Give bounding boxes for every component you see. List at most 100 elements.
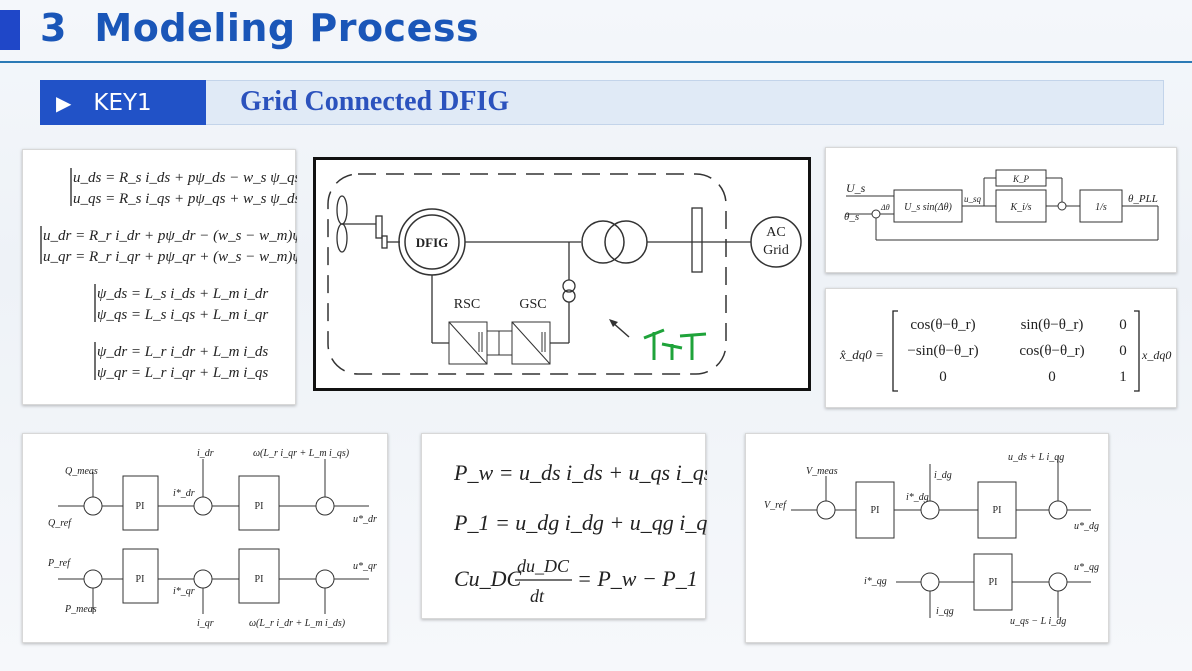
- dfig-schematic: DFIG AC Grid RSC GSC: [327, 173, 802, 375]
- pi-block: PI: [136, 574, 145, 585]
- power-equations-panel: P_w = u_ds i_ds + u_qs i_qs P_1 = u_dg i…: [421, 433, 718, 619]
- matrix-cell: 0: [939, 369, 947, 385]
- pll-input-theta: θ_s: [844, 211, 859, 223]
- title-accent-bar: [0, 10, 20, 50]
- converter-rsc-icon: [448, 321, 488, 365]
- matrix-cell: 1: [1119, 369, 1127, 385]
- ff-d-label: u_ds + L i_qg: [1008, 452, 1064, 463]
- grid-label-grid: Grid: [763, 243, 789, 258]
- iqr-label: i_qr: [197, 618, 214, 629]
- pll-diagram: U_s θ_s Δθ U_s sin(Δθ) u_sq K_P K_i/s 1/…: [844, 169, 1159, 241]
- play-triangle-icon: ▶: [56, 90, 72, 115]
- eq-line: ψ_qr = L_r i_qr + L_m i_qs: [97, 365, 268, 381]
- power-equations: P_w = u_ds i_ds + u_qs i_qs P_1 = u_dg i…: [453, 460, 718, 606]
- pll-diagram-panel: U_s θ_s Δθ U_s sin(Δθ) u_sq K_P K_i/s 1/…: [825, 147, 1177, 273]
- rsc-label: RSC: [454, 297, 480, 312]
- p-ref-label: P_ref: [47, 558, 71, 569]
- eq-line: u_qs = R_s i_qs + pψ_qs + w_s ψ_ds: [73, 191, 297, 207]
- pi-block: PI: [989, 577, 998, 588]
- pll-delta: Δθ: [880, 203, 890, 212]
- udg-star-label: u*_dg: [1074, 521, 1099, 532]
- idg-label: i_dg: [934, 470, 952, 481]
- pll-block-ki: K_i/s: [1009, 202, 1031, 213]
- v-ref-label: V_ref: [764, 500, 787, 511]
- pll-block-kp: K_P: [1012, 174, 1030, 184]
- matrix-cell: cos(θ−θ_r): [1019, 343, 1084, 359]
- idg-star-label: i*_dg: [906, 492, 929, 503]
- pll-block-int: 1/s: [1095, 202, 1107, 213]
- machine-equations-panel: u_ds = R_s i_ds + pψ_ds − w_s ψ_qs u_qs …: [22, 149, 323, 405]
- key-tag: ▶ KEY1: [40, 80, 206, 125]
- power-eq-3-num: du_DC: [517, 556, 570, 576]
- p-meas-label: P_meas: [64, 604, 97, 615]
- matrix-cell: 0: [1048, 369, 1056, 385]
- page-title: 3 Modeling Process: [40, 6, 479, 50]
- eq-line: u_dr = R_r i_dr + pψ_dr − (w_s − w_m)ψ_q…: [43, 228, 297, 244]
- uqg-star-label: u*_qg: [1074, 562, 1099, 573]
- power-eq-1: P_w = u_ds i_ds + u_qs i_qs: [453, 460, 707, 485]
- iqg-label: i_qg: [936, 606, 954, 617]
- matrix-brackets: [892, 310, 1140, 392]
- power-eq-2: P_1 = u_dg i_dg + u_qg i_qg: [453, 510, 707, 535]
- pi-block: PI: [136, 501, 145, 512]
- matrix-cell: 0: [1119, 317, 1127, 333]
- udr-star-label: u*_dr: [353, 514, 377, 525]
- pll-output: θ_PLL: [1128, 193, 1158, 205]
- power-eq-3-den: dt: [530, 586, 545, 606]
- matrix-cell: 0: [1119, 343, 1127, 359]
- transform-rhs: x_dq0: [1141, 348, 1171, 362]
- uqr-star-label: u*_qr: [353, 561, 377, 572]
- pll-block-sin: U_s sin(Δθ): [904, 202, 952, 213]
- idr-label: i_dr: [197, 448, 214, 459]
- boundary-dashed: [327, 173, 727, 375]
- pi-block: PI: [871, 505, 880, 516]
- q-meas-label: Q_meas: [65, 466, 98, 477]
- rsc-control-panel: Q_meas Q_ref P_ref P_meas PI PI PI PI i_…: [22, 433, 388, 643]
- dfig-label: DFIG: [416, 235, 449, 250]
- eq-line: u_ds = R_s i_ds + pψ_ds − w_s ψ_qs: [73, 170, 297, 186]
- matrix-cell: −sin(θ−θ_r): [907, 343, 978, 359]
- v-meas-label: V_meas: [806, 466, 838, 477]
- transform-equation: x̂_dq0 = cos(θ−θ_r) sin(θ−θ_r) 0 −sin(θ−…: [839, 310, 1171, 392]
- eq-line: ψ_qs = L_s i_qs + L_m i_qr: [97, 307, 268, 323]
- dfig-system-diagram: DFIG AC Grid RSC GSC: [313, 157, 811, 391]
- transformer-icon: [581, 220, 648, 264]
- ff-d-label: ω(L_r i_qr + L_m i_qs): [253, 448, 350, 459]
- eq-line: ψ_dr = L_r i_dr + L_m i_ds: [97, 344, 268, 360]
- converter-gsc-icon: [511, 321, 551, 365]
- ac-grid: AC Grid: [750, 216, 802, 268]
- section-title: Modeling Process: [94, 6, 480, 50]
- pi-block: PI: [993, 505, 1002, 516]
- key-tag-label: KEY1: [93, 89, 152, 116]
- section-number: 3: [40, 6, 67, 50]
- power-eq-3-left: Cu_DC: [454, 566, 522, 591]
- pi-block: PI: [255, 501, 264, 512]
- gsc-label: GSC: [519, 297, 546, 312]
- machine-equations: u_ds = R_s i_ds + pψ_ds − w_s ψ_qs u_qs …: [40, 168, 323, 381]
- pll-usq: u_sq: [964, 194, 982, 204]
- ff-q-label: ω(L_r i_dr + L_m i_ds): [249, 618, 346, 629]
- grid-label-ac: AC: [766, 225, 785, 240]
- iqr-star-label: i*_qr: [173, 586, 195, 597]
- matrix-cell: sin(θ−θ_r): [1021, 317, 1084, 333]
- busbar: [691, 207, 703, 273]
- matrix-cell: cos(θ−θ_r): [910, 317, 975, 333]
- pi-block: PI: [255, 574, 264, 585]
- iqg-star-label: i*_qg: [864, 576, 887, 587]
- power-eq-3-right: = P_w − P_1: [577, 566, 698, 591]
- rsc-control-diagram: Q_meas Q_ref P_ref P_meas PI PI PI PI i_…: [47, 448, 377, 629]
- idr-star-label: i*_dr: [173, 488, 195, 499]
- key-banner: [40, 80, 1164, 125]
- dfig-generator: DFIG: [398, 208, 466, 276]
- turbine-blades-icon: [336, 195, 400, 253]
- transform-lhs: x̂_dq0 =: [839, 347, 884, 362]
- ff-q-label: u_qs − L i_dg: [1010, 616, 1066, 627]
- eq-line: ψ_ds = L_s i_ds + L_m i_dr: [97, 286, 268, 302]
- gsc-control-panel: V_meas V_ref PI PI PI i_dg i*_dg i*_qg i…: [745, 433, 1109, 643]
- wind-farm-icon: [643, 328, 707, 360]
- gsc-control-diagram: V_meas V_ref PI PI PI i_dg i*_dg i*_qg i…: [764, 452, 1099, 627]
- title-divider: [0, 61, 1192, 63]
- q-ref-label: Q_ref: [48, 518, 72, 529]
- transform-panel: x̂_dq0 = cos(θ−θ_r) sin(θ−θ_r) 0 −sin(θ−…: [825, 288, 1177, 408]
- pll-input-u: U_s: [846, 181, 866, 195]
